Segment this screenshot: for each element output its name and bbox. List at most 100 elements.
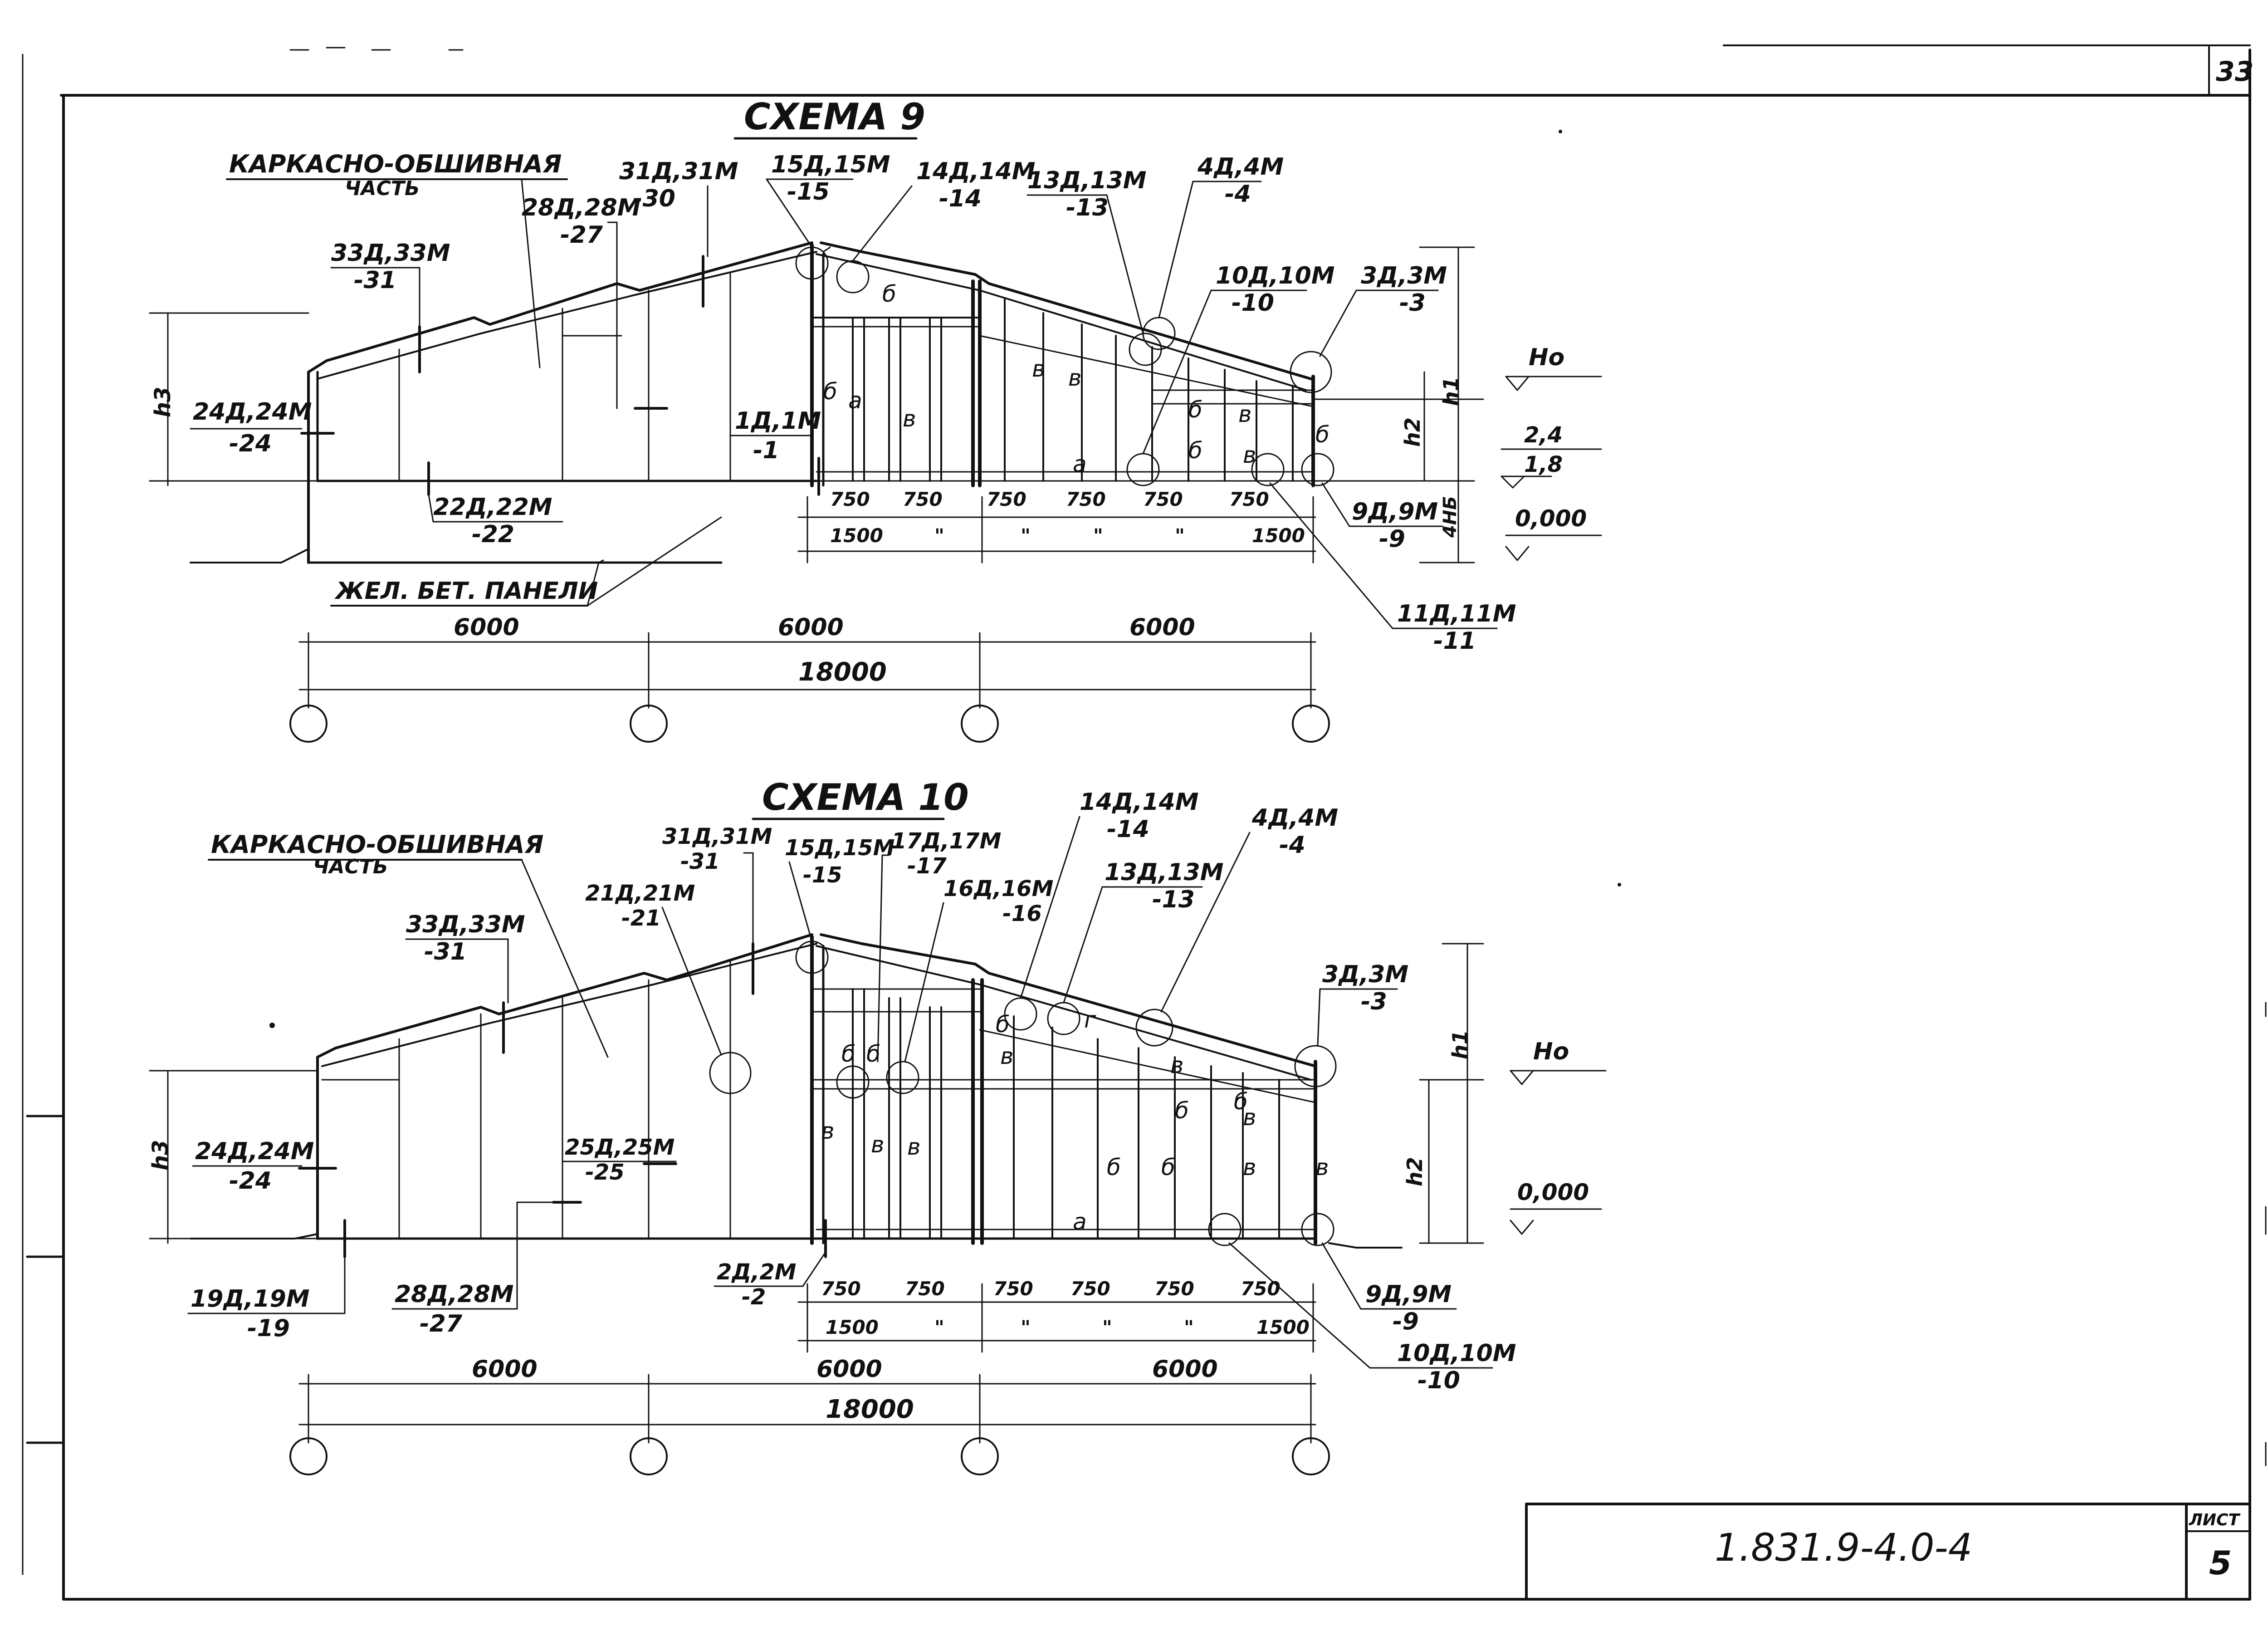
stray-dot xyxy=(1559,130,1562,133)
scheme9-callouts: 15Д,15М -15 14Д,14М -14 13Д,13М -13 4Д,4… xyxy=(190,151,1516,655)
panel-letter: б xyxy=(1315,421,1330,448)
callout-25: 25Д,25М xyxy=(565,1135,675,1160)
panel-letter: в xyxy=(1032,356,1045,382)
callout-17: 17Д,17М xyxy=(891,828,1001,854)
s10-total-dim: 18000 xyxy=(826,1395,914,1424)
panel-letter: в xyxy=(907,1134,920,1160)
callout-15-sub: -15 xyxy=(787,178,830,206)
scheme9-height-dims: h3 h1 h2 4НБ Но 2,4 1,8 0,000 xyxy=(149,246,1602,563)
scheme9-title: СХЕМА 9 xyxy=(744,96,925,138)
panel-letter: б xyxy=(1188,397,1202,423)
callout-2-sub: -2 xyxy=(742,1284,766,1310)
stray-dot xyxy=(1618,883,1621,887)
s9-total-dim: 18000 xyxy=(798,657,887,687)
s9-dim-ditto: " xyxy=(1175,524,1185,547)
callout-31-sub: -31 xyxy=(680,849,720,874)
callout-14-sub: -14 xyxy=(1107,816,1149,843)
s9-dim-1500: 1500 xyxy=(830,524,883,547)
document-code: 1.831.9-4.0-4 xyxy=(1715,1525,1972,1570)
callout-4-sub: -4 xyxy=(1225,181,1251,208)
s10-dim-750: 750 xyxy=(1070,1278,1110,1300)
callout-33: 33Д,33М xyxy=(331,240,450,267)
callout-15-sub: -15 xyxy=(803,862,842,888)
scheme10-level-h0: Но xyxy=(1533,1038,1569,1065)
scheme9-concrete-label: ЖЕЛ. БЕТ. ПАНЕЛИ xyxy=(334,578,598,605)
callout-9: 9Д,9М xyxy=(1352,498,1438,525)
callout-25-sub: -25 xyxy=(585,1160,625,1185)
scheme9-panel-letters: б б а в в б в б б в а в xyxy=(823,281,1330,477)
callout-10: 10Д,10М xyxy=(1216,262,1335,289)
callout-4: 4Д,4М xyxy=(1197,153,1284,181)
callout-3: 3Д,3М xyxy=(1361,262,1447,289)
callout-19-sub: -19 xyxy=(247,1315,290,1342)
s10-dim-ditto: " xyxy=(1184,1316,1194,1338)
panel-letter: в xyxy=(1170,1052,1183,1078)
scheme-9: СХЕМА 9 xyxy=(149,96,1602,743)
panel-letter: б xyxy=(1107,1154,1121,1180)
callout-21-sub: -21 xyxy=(621,906,661,931)
s9-bay-dim: 6000 xyxy=(454,614,519,641)
s9-bay-dim: 6000 xyxy=(778,614,844,641)
panel-letter: б xyxy=(882,281,896,307)
scheme10-h2: h2 xyxy=(1403,1157,1427,1186)
callout-2: 2Д,2М xyxy=(717,1259,797,1285)
s10-dim-ditto: " xyxy=(1021,1316,1031,1338)
callout-28-sub: -27 xyxy=(560,221,603,249)
scheme10-dims: 750 750 750 750 750 750 1500 " " " " 150… xyxy=(289,1278,1330,1475)
callout-14-sub: -14 xyxy=(939,185,982,212)
callout-13: 13Д,13М xyxy=(1105,859,1224,886)
callout-22-sub: -22 xyxy=(472,521,514,548)
callout-3-sub: -3 xyxy=(1399,289,1426,317)
callout-4-sub: -4 xyxy=(1279,832,1305,859)
panel-letter: в xyxy=(1315,1154,1329,1180)
scheme-10: СХЕМА 10 xyxy=(148,776,1607,1475)
callout-15: 15Д,15М xyxy=(785,835,894,861)
panel-letter: в xyxy=(1243,1104,1256,1131)
panel-letter: в xyxy=(821,1118,834,1144)
callout-9: 9Д,9М xyxy=(1365,1281,1452,1308)
scheme9-building xyxy=(190,241,1334,564)
s9-dim-ditto: " xyxy=(934,524,944,547)
s10-dim-1500: 1500 xyxy=(826,1316,879,1338)
s10-dim-1500: 1500 xyxy=(1256,1316,1310,1338)
scheme9-dims: 750 750 750 750 750 750 1500 " " " " 150… xyxy=(289,488,1330,743)
panel-letter: а xyxy=(1073,451,1087,477)
s9-dim-750: 750 xyxy=(830,488,870,510)
stray-dot xyxy=(269,1023,275,1028)
panel-letter: в xyxy=(1000,1043,1013,1069)
s9-bay-dim: 6000 xyxy=(1129,614,1195,641)
scheme10-building xyxy=(190,933,1403,1258)
s9-dim-750: 750 xyxy=(903,488,943,510)
callout-10-sub: -10 xyxy=(1232,289,1274,317)
callout-33-sub: -31 xyxy=(424,938,467,965)
callout-21: 21Д,21М xyxy=(585,881,695,906)
scheme10-callouts: 15Д,15М -15 17Д,17М -17 16Д,16М -16 14Д,… xyxy=(187,789,1516,1394)
callout-13: 13Д,13М xyxy=(1027,167,1147,194)
scheme9-level-18: 1,8 xyxy=(1524,452,1563,477)
scheme10-height-dims: h3 h1 h2 Но 0,000 xyxy=(148,943,1607,1244)
callout-1: 1Д,1М xyxy=(735,407,821,435)
page-number: 33 xyxy=(2216,56,2254,88)
callout-17-sub: -17 xyxy=(907,853,947,879)
scheme10-frame-label-2: ЧАСТЬ xyxy=(313,855,388,878)
callout-33-sub: -31 xyxy=(354,267,396,294)
callout-13-sub: -13 xyxy=(1152,886,1195,913)
s9-dim-750: 750 xyxy=(1066,488,1106,510)
s9-dim-ditto: " xyxy=(1093,524,1103,547)
callout-3-sub: -3 xyxy=(1361,988,1387,1015)
s9-dim-1500: 1500 xyxy=(1252,524,1305,547)
callout-19: 19Д,19М xyxy=(191,1285,310,1313)
panel-letter: б xyxy=(996,1011,1010,1038)
sheet-number: 5 xyxy=(2209,1544,2232,1582)
scheme9-level-24: 2,4 xyxy=(1524,422,1563,448)
callout-14: 14Д,14М xyxy=(916,158,1036,185)
scheme9-frame-label-1: КАРКАСНО-ОБШИВНАЯ xyxy=(229,150,562,178)
title-block xyxy=(1525,1503,2251,1601)
callout-11-sub: -11 xyxy=(1433,627,1476,655)
s9-dim-750: 750 xyxy=(1143,488,1183,510)
panel-letter: б xyxy=(1234,1088,1248,1115)
panel-letter: г xyxy=(1084,1007,1096,1033)
panel-letter: а xyxy=(1073,1209,1087,1235)
s9-dim-750: 750 xyxy=(987,488,1026,510)
